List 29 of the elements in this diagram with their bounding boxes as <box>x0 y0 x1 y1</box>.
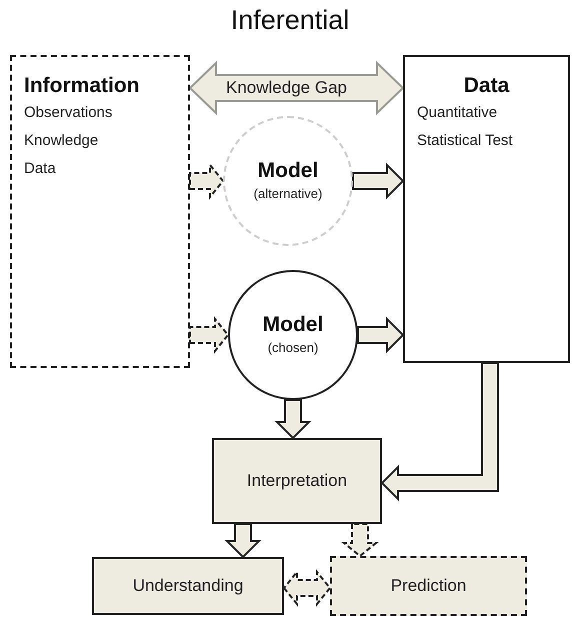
dashed-box <box>10 55 190 368</box>
node-heading: Information <box>24 73 140 99</box>
node-heading: Model <box>262 312 324 338</box>
dashed-block-arrow <box>341 523 379 558</box>
node-label: Interpretation <box>246 470 348 492</box>
block-arrow <box>357 316 404 354</box>
block-arrow <box>224 523 262 558</box>
dashed-block-arrow <box>189 162 224 200</box>
node-heading: Model <box>258 158 318 184</box>
node-subtext: (chosen) <box>268 339 318 358</box>
process-box <box>212 438 382 524</box>
node-text: Statistical Test <box>417 131 513 152</box>
diagram-title: Inferential <box>230 4 350 37</box>
node-heading: Data <box>464 73 510 99</box>
process-box <box>92 557 284 615</box>
node-text: Knowledge <box>24 131 100 152</box>
dashed-block-arrow <box>189 316 230 354</box>
node-text: Quantitative <box>417 103 498 124</box>
dashed-box <box>330 556 527 616</box>
block-arrow <box>274 399 312 440</box>
node-label: Prediction <box>390 575 466 598</box>
block-arrow <box>352 162 404 200</box>
node-subtext: (alternative) <box>254 185 322 204</box>
node-text: Data <box>24 159 57 180</box>
dashed-block-arrow <box>282 569 332 607</box>
node-label: Understanding <box>132 575 244 598</box>
node-text: Observations <box>24 103 114 124</box>
process-box <box>403 55 570 363</box>
block-arrow <box>380 362 499 502</box>
